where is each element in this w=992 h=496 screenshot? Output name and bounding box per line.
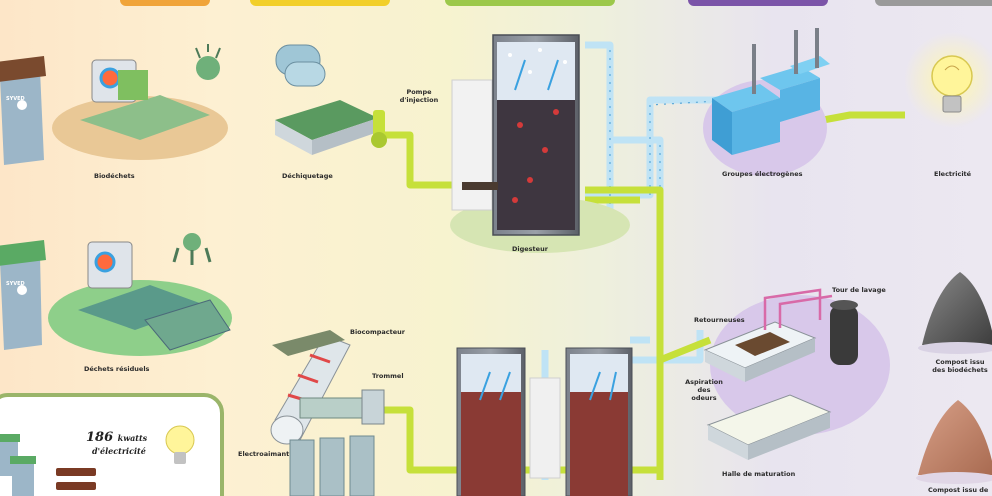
stage-tab-yellow	[250, 0, 390, 6]
label-tour-de-lavage: Tour de lavage	[832, 286, 886, 294]
shredder-roller-icon	[275, 44, 326, 87]
grab-claw-icon	[195, 44, 221, 80]
label-compost-issu: Compost issu de	[928, 486, 989, 494]
washing-tower-icon	[830, 300, 858, 365]
sorting-bins	[289, 435, 375, 496]
shredder-bed	[275, 100, 378, 140]
stage-tab-gray	[875, 0, 992, 6]
biocompacteur-icon	[272, 330, 345, 356]
stage-tab-purple	[688, 0, 828, 6]
label-compost-biodechets: Compost issu des biodéchets	[932, 358, 988, 374]
label-aspiration-odeurs: Aspiration des odeurs	[685, 378, 723, 402]
label-electricite: Electricité	[934, 170, 972, 178]
label-dechiquetage: Déchiquetage	[282, 172, 333, 180]
label-pompe-injection: Pompe d'injection	[399, 88, 439, 104]
stage-tab-orange	[120, 0, 210, 6]
label-biocompacteur: Biocompacteur	[350, 328, 405, 336]
lightbulb-small-icon	[165, 425, 195, 464]
waste-bin-brown-icon	[0, 56, 46, 165]
stage-tab-green	[445, 0, 615, 6]
label-biodechets: Biodéchets	[94, 172, 135, 180]
label-electroaimant: Electroaimant	[238, 450, 290, 458]
bin-brand-label-2: SYVED	[6, 281, 25, 287]
generator-building-icon	[712, 28, 830, 155]
label-retourneuses: Retourneuses	[694, 316, 745, 324]
waste-bin-green-icon	[0, 240, 46, 350]
label-halle-maturation: Halle de maturation	[722, 470, 796, 478]
stat-value: 186 kwatts	[86, 430, 147, 445]
lightbulb-icon	[931, 55, 973, 113]
bin-brand-label: SYVED	[6, 96, 25, 102]
stat-unit: kwatts	[117, 433, 148, 443]
digester-tank-lower-2	[565, 347, 633, 496]
label-trommel: Trommel	[372, 372, 404, 380]
label-dechets-residuels: Déchets résiduels	[84, 365, 150, 373]
compost-pile-dark	[922, 272, 992, 345]
equals-sign-icon	[56, 468, 96, 490]
digester-tank-lower-1	[456, 347, 526, 496]
info-box	[0, 393, 224, 496]
compost-pile-brown	[918, 400, 992, 475]
grab-claw-icon-2	[172, 233, 212, 265]
label-groupes-electrogenes: Groupes électrogènes	[722, 170, 803, 178]
odor-ducts	[763, 288, 833, 330]
label-digesteur: Digesteur	[512, 245, 548, 253]
pump-icon	[371, 110, 387, 148]
stat-number: 186	[86, 430, 114, 445]
small-bins-icon	[0, 434, 36, 496]
stat-caption: d'électricité	[92, 446, 146, 456]
